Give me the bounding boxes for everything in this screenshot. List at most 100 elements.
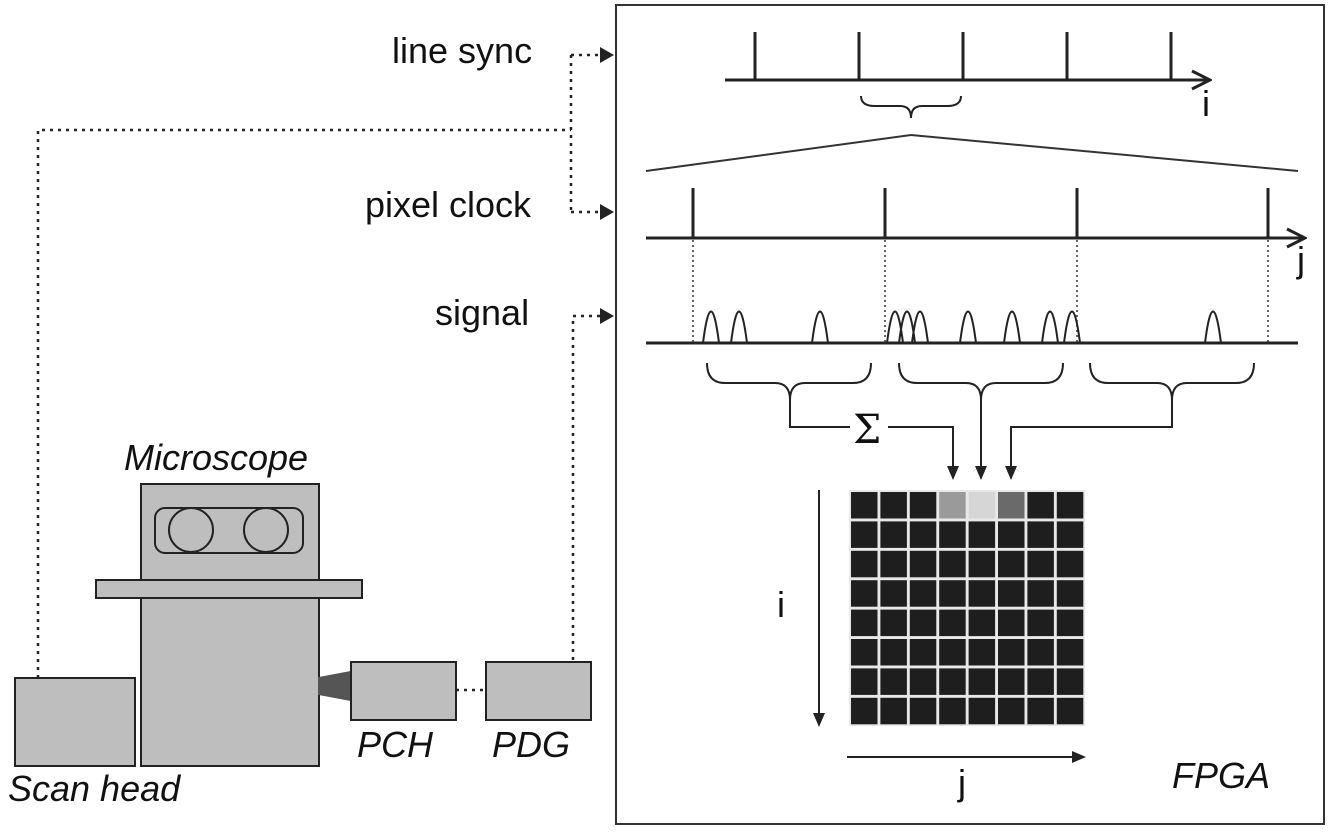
microscope-eyepiece-frame bbox=[154, 507, 304, 554]
image-pixel bbox=[998, 609, 1025, 637]
signal-trace bbox=[646, 310, 1298, 345]
image-pixel bbox=[1027, 521, 1054, 548]
image-pixel bbox=[939, 668, 966, 695]
image-row-axis-label: i bbox=[777, 584, 785, 625]
image-pixel bbox=[851, 521, 878, 548]
pdg-box bbox=[485, 661, 592, 721]
image-pixel bbox=[968, 550, 996, 578]
image-pixel bbox=[1027, 639, 1054, 666]
image-pixel bbox=[1027, 550, 1054, 578]
image-pixel bbox=[909, 580, 937, 607]
image-pixel bbox=[998, 697, 1025, 725]
image-pixel bbox=[968, 639, 996, 666]
scan-head-label: Scan head bbox=[8, 768, 181, 809]
image-grid-cells bbox=[851, 492, 1084, 725]
microscope-body bbox=[140, 483, 320, 767]
image-pixel bbox=[909, 668, 937, 695]
image-pixel bbox=[1056, 639, 1084, 666]
image-pixel bbox=[1056, 580, 1084, 607]
image-pixel bbox=[968, 580, 996, 607]
image-pixel bbox=[939, 697, 966, 725]
signal-pulses bbox=[702, 310, 1222, 344]
image-pixel bbox=[851, 668, 878, 695]
microscope bbox=[95, 483, 363, 767]
image-pixel bbox=[939, 639, 966, 666]
image-pixel bbox=[909, 492, 937, 519]
image-pixel bbox=[851, 492, 878, 519]
pixel-braces bbox=[706, 362, 1255, 401]
line-axis-label: i bbox=[1202, 83, 1210, 124]
pixel-guides bbox=[692, 240, 1269, 343]
line-sync-label: line sync bbox=[392, 30, 532, 71]
image-pixel bbox=[968, 697, 996, 725]
microscope-label: Microscope bbox=[124, 437, 308, 478]
image-pixel bbox=[939, 609, 966, 637]
image-pixel bbox=[998, 521, 1025, 548]
input-arrowheads bbox=[600, 47, 614, 324]
pdg-label: PDG bbox=[492, 724, 570, 765]
image-pixel bbox=[998, 668, 1025, 695]
image-row-axis: i bbox=[777, 490, 825, 727]
pch-box bbox=[350, 661, 457, 721]
image-pixel bbox=[880, 639, 907, 666]
image-pixel bbox=[998, 639, 1025, 666]
fpga-label: FPGA bbox=[1172, 755, 1270, 796]
image-pixel bbox=[1056, 550, 1084, 578]
image-pixel bbox=[880, 697, 907, 725]
image-pixel bbox=[851, 609, 878, 637]
image-pixel bbox=[880, 668, 907, 695]
eyepiece-left-icon bbox=[168, 507, 214, 553]
image-pixel bbox=[1027, 580, 1054, 607]
image-pixel bbox=[998, 550, 1025, 578]
pixel-clock-label: pixel clock bbox=[365, 184, 532, 225]
pch-label: PCH bbox=[357, 724, 434, 765]
line-interval-brace bbox=[860, 95, 962, 119]
image-pixel bbox=[851, 580, 878, 607]
image-pixel bbox=[968, 668, 996, 695]
pixel-axis-label: j bbox=[1296, 239, 1305, 280]
image-pixel bbox=[939, 521, 966, 548]
image-pixel bbox=[851, 550, 878, 578]
image-pixel bbox=[880, 521, 907, 548]
pixel-clock-ticks bbox=[691, 188, 1270, 238]
microscope-stage bbox=[95, 579, 363, 599]
image-pixel bbox=[909, 521, 937, 548]
image-pixel bbox=[968, 492, 996, 519]
image-pixel bbox=[1056, 668, 1084, 695]
image-pixel bbox=[998, 580, 1025, 607]
image-pixel bbox=[1056, 521, 1084, 548]
image-pixel bbox=[1027, 609, 1054, 637]
line-sync-ticks bbox=[753, 32, 1173, 80]
image-pixel bbox=[909, 639, 937, 666]
image-pixel bbox=[939, 580, 966, 607]
eyepiece-right-icon bbox=[243, 507, 289, 553]
image-grid bbox=[849, 490, 1085, 726]
image-pixel bbox=[851, 639, 878, 666]
image-pixel bbox=[998, 492, 1025, 519]
image-pixel bbox=[880, 609, 907, 637]
image-pixel bbox=[909, 609, 937, 637]
zoom-lines bbox=[645, 134, 1299, 172]
image-col-axis-label: j bbox=[957, 762, 966, 803]
fpga-box bbox=[615, 4, 1325, 825]
image-pixel bbox=[939, 550, 966, 578]
image-pixel bbox=[939, 492, 966, 519]
image-pixel bbox=[909, 550, 937, 578]
pixel-clock-axis: j bbox=[646, 188, 1305, 280]
image-pixel bbox=[880, 550, 907, 578]
image-pixel bbox=[851, 697, 878, 725]
fiber-connector bbox=[318, 670, 352, 702]
line-sync-axis: i bbox=[725, 32, 1210, 124]
sum-symbol: Σ bbox=[853, 407, 881, 453]
image-pixel bbox=[880, 492, 907, 519]
image-pixel bbox=[909, 697, 937, 725]
image-col-axis: j bbox=[847, 751, 1086, 803]
image-pixel bbox=[968, 521, 996, 548]
image-pixel bbox=[1027, 668, 1054, 695]
scan-head-box bbox=[14, 677, 136, 767]
image-pixel bbox=[1027, 697, 1054, 725]
image-pixel bbox=[1056, 697, 1084, 725]
image-pixel bbox=[1027, 492, 1054, 519]
